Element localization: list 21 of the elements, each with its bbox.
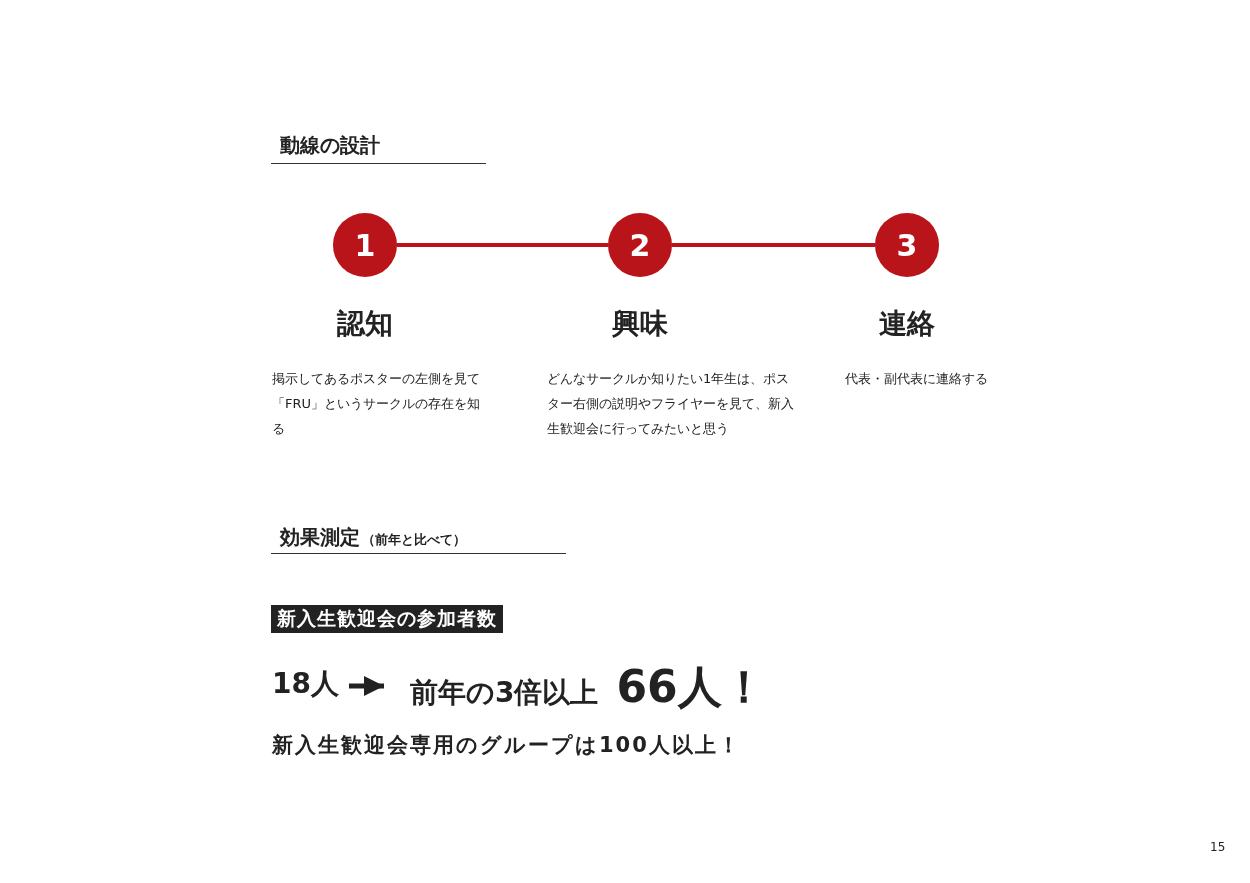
step-number-circle: 3 xyxy=(875,213,939,277)
highlight-heading: 新入生歓迎会の参加者数 xyxy=(271,605,503,633)
step-description: 代表・副代表に連絡する xyxy=(845,370,989,388)
section-note: （前年と比べて） xyxy=(362,531,466,549)
step-heading: 興味 xyxy=(612,306,668,342)
previous-count: 18人 xyxy=(272,667,339,700)
section-heading: 動線の設計 xyxy=(280,132,380,159)
comparison-text: 前年の3倍以上 xyxy=(410,676,599,709)
step-description: 掲示してあるポスターの左側を見て「FRU」というサークルの存在を知る xyxy=(272,370,482,438)
step-heading: 連絡 xyxy=(879,306,935,342)
section-heading: 効果測定 xyxy=(280,524,360,551)
summary-text: 新入生歓迎会専用のグループは100人以上！ xyxy=(272,732,741,759)
arrow xyxy=(348,676,384,696)
connector-line xyxy=(397,243,608,247)
step-description: どんなサークルか知りたい1年生は、ポスター右側の説明やフライヤーを見て、新入生歓迎会に行ってみたいと思う xyxy=(547,370,795,438)
step-heading: 認知 xyxy=(337,306,393,342)
page-number: 15 xyxy=(1210,840,1226,854)
result-count: 66人！ xyxy=(616,661,766,712)
step-number-circle: 1 xyxy=(333,213,397,277)
connector-line xyxy=(672,243,875,247)
step-number-circle: 2 xyxy=(608,213,672,277)
